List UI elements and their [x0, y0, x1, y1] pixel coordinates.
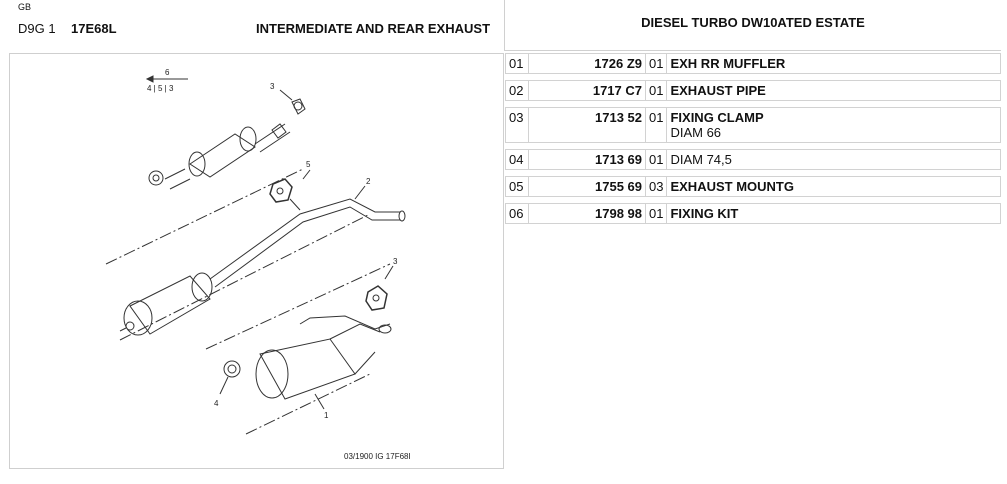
part-quantity: 03 — [644, 176, 668, 197]
part-row[interactable]: 04 1713 69 01 DIAM 74,5 — [505, 149, 1001, 170]
part-description: FIXING CLAMP DIAM 66 — [666, 107, 1001, 143]
callout-muffler: 1 — [324, 411, 329, 420]
part-reference: 1798 98 — [528, 203, 646, 224]
vehicle-title: DIESEL TURBO DW10ATED ESTATE — [641, 15, 865, 30]
scale-labels: 4 | 5 | 3 — [147, 84, 174, 93]
scale-arrow — [145, 75, 154, 83]
part-quantity: 01 — [644, 203, 668, 224]
part-row[interactable]: 02 1717 C7 01 EXHAUST PIPE — [505, 80, 1001, 101]
part-row[interactable]: 05 1755 69 03 EXHAUST MOUNTG — [505, 176, 1001, 197]
exhaust-pipe-2 — [209, 198, 406, 288]
part-row[interactable]: 03 1713 52 01 FIXING CLAMP DIAM 66 — [505, 107, 1001, 143]
part-reference: 1717 C7 — [528, 80, 646, 101]
part-row[interactable]: 01 1726 Z9 01 EXH RR MUFFLER — [505, 53, 1001, 74]
part-description: FIXING KIT — [666, 203, 1001, 224]
item-number: 05 — [505, 176, 529, 197]
item-number: 02 — [505, 80, 529, 101]
mount-3 — [365, 285, 388, 311]
part-name: EXH RR MUFFLER — [670, 56, 786, 71]
parts-table: 01 1726 Z9 01 EXH RR MUFFLER 02 1717 C7 … — [505, 53, 1001, 224]
part-quantity: 01 — [644, 107, 668, 143]
callout-mount: 5 — [306, 160, 311, 169]
section-title: INTERMEDIATE AND REAR EXHAUST — [256, 21, 491, 36]
callout-mount-right: 3 — [393, 257, 398, 266]
exhaust-drawing: 6 4 | 5 | 3 3 5 2 3 4 1 — [105, 68, 406, 435]
diagram-code: 17E68L — [71, 21, 117, 36]
item-number: 04 — [505, 149, 529, 170]
part-name: FIXING CLAMP — [670, 110, 764, 125]
part-reference: 1713 52 — [528, 107, 646, 143]
header-left: GB D9G 1 17E68L INTERMEDIATE AND REAR EX… — [8, 0, 502, 50]
item-number: 01 — [505, 53, 529, 74]
region-label: GB — [18, 2, 32, 12]
clamp-4 — [219, 360, 241, 395]
intermediate-muffler — [119, 272, 213, 336]
item-number: 06 — [505, 203, 529, 224]
part-name: FIXING KIT — [670, 206, 739, 221]
mount-5 — [269, 178, 301, 211]
part-reference: 1713 69 — [528, 149, 646, 170]
part-detail: DIAM 66 — [670, 125, 722, 140]
part-name: EXHAUST PIPE — [670, 83, 766, 98]
part-description: EXH RR MUFFLER — [666, 53, 1001, 74]
part-reference: 1726 Z9 — [528, 53, 646, 74]
part-reference: 1755 69 — [528, 176, 646, 197]
part-description: EXHAUST MOUNTG — [666, 176, 1001, 197]
part-quantity: 01 — [644, 80, 668, 101]
part-description: DIAM 74,5 — [666, 149, 1001, 170]
rear-muffler — [255, 315, 392, 400]
part-name: EXHAUST MOUNTG — [670, 179, 794, 194]
scale-number: 6 — [165, 68, 170, 77]
parts-panel: 01 1726 Z9 01 EXH RR MUFFLER 02 1717 C7 … — [503, 53, 1001, 467]
catalyst-assembly — [148, 123, 291, 190]
item-number: 03 — [505, 107, 529, 143]
diagram-reference: 03/1900 IG 17F68I — [344, 452, 411, 461]
clamp-top — [279, 89, 306, 115]
model-label: D9G 1 — [18, 21, 56, 36]
part-quantity: 01 — [644, 149, 668, 170]
exhaust-diagram: 6 4 | 5 | 3 3 5 2 3 4 1 03/1900 IG 17F68… — [9, 53, 504, 469]
header-right: DIESEL TURBO DW10ATED ESTATE — [504, 0, 1001, 51]
part-detail: DIAM 74,5 — [670, 152, 732, 167]
callout-clamp-top: 3 — [270, 82, 275, 91]
callout-pipe: 2 — [366, 177, 371, 186]
callout-clamp: 4 — [214, 399, 219, 408]
part-quantity: 01 — [644, 53, 668, 74]
part-row[interactable]: 06 1798 98 01 FIXING KIT — [505, 203, 1001, 224]
part-description: EXHAUST PIPE — [666, 80, 1001, 101]
